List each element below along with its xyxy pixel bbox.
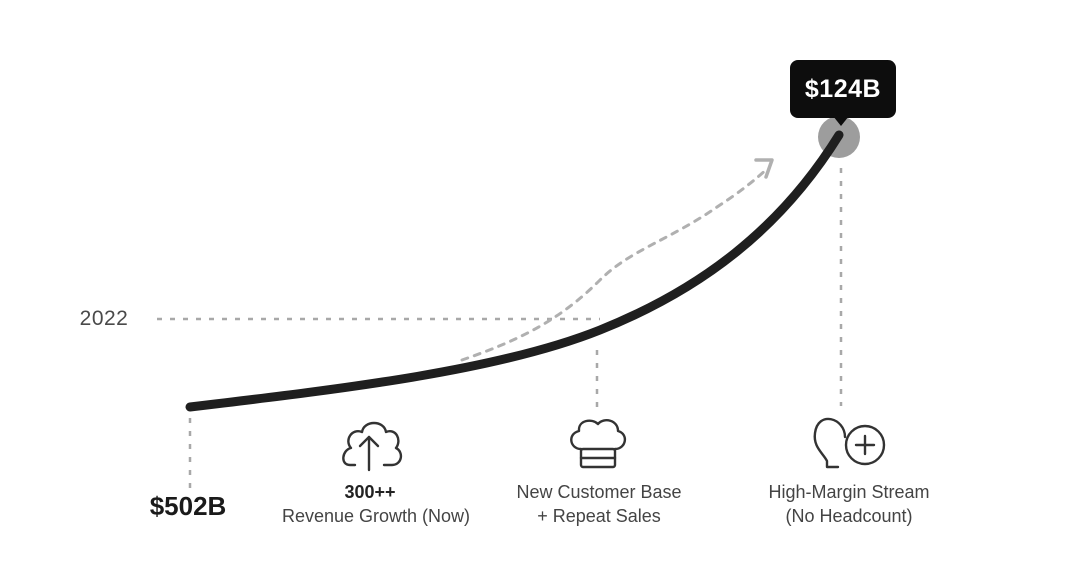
lightbulb-plus-icon [813, 417, 886, 469]
trend-arrow-head [754, 158, 774, 179]
cloud-upload-icon [342, 421, 403, 472]
trend-arrow-line [460, 166, 770, 362]
start-year-label: 2022 [79, 307, 129, 330]
milestone-1-headline: 300++ [344, 482, 396, 502]
start-value-label: $502B [149, 491, 227, 521]
milestone-1-line-1: Revenue Growth (Now) [281, 506, 471, 526]
end-value-badge-pointer [833, 116, 849, 126]
growth-curve [185, 130, 844, 412]
milestone-2-line-1: New Customer Base [516, 482, 682, 502]
chef-hat-icon [570, 419, 626, 469]
milestone-3-line-1: High-Margin Stream [768, 482, 930, 502]
milestone-3-line-2: (No Headcount) [785, 506, 913, 526]
end-value-badge: $124B [790, 60, 896, 118]
milestone-2-line-2: + Repeat Sales [537, 506, 661, 526]
end-value-label: $124B [804, 74, 882, 103]
